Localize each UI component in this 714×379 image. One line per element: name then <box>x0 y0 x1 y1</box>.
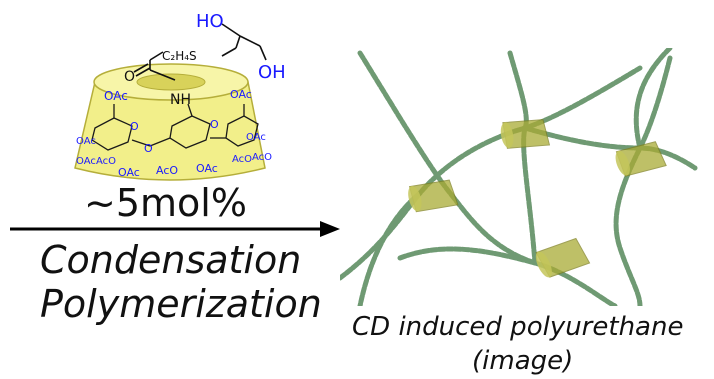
image-caption-line1: CD induced polyurethane <box>352 312 684 342</box>
acetate-label: OAc <box>104 89 128 103</box>
acetate-labels: OAc OAc OAc OAc AcO OAc AcO OAc OAc AcO … <box>76 88 272 179</box>
hydroxyl-label-right: OH <box>258 62 286 83</box>
carbonyl-oxygen-label: O <box>124 69 135 85</box>
image-caption-line2: (image) <box>472 346 574 376</box>
acetate-label: OAc <box>230 88 252 101</box>
ethyl-sulfide-label: C₂H₄S <box>162 49 197 63</box>
cyclodextrin-molecule: HO OH C₂H₄S O NH O O O OAc OAc OAc OAc A… <box>74 11 286 181</box>
side-chain <box>133 23 267 81</box>
cd-ring <box>408 179 459 213</box>
acetate-label: AcO <box>96 156 116 167</box>
cd-ring <box>500 119 551 149</box>
ring-oxygen-label-3: O <box>144 142 153 155</box>
hydroxyl-label-top: HO <box>196 11 224 32</box>
reaction-arrow <box>10 221 340 237</box>
ring-oxygen-label-2: O <box>210 118 219 131</box>
acetate-label: AcO <box>252 152 272 163</box>
cone-cavity <box>136 73 206 91</box>
cyclodextrin-rings <box>408 119 667 278</box>
glucose-units <box>91 103 259 151</box>
reaction-label-line2: Polymerization <box>40 282 322 326</box>
polymer-chains <box>340 48 698 306</box>
polyurethane-network-image <box>340 48 698 306</box>
acetate-label: OAc <box>76 136 96 147</box>
reaction-label-line1: Condensation <box>40 238 302 282</box>
loading-label: ~5mol% <box>84 181 247 225</box>
acetate-label: AcO <box>156 164 178 177</box>
ring-oxygen-label-1: O <box>130 120 139 133</box>
cd-ring <box>615 141 667 177</box>
acetate-label: OAc <box>246 132 266 143</box>
amide-nh-label: NH <box>170 92 191 108</box>
acetate-label: OAc <box>196 162 218 175</box>
acetate-label: AcO <box>232 154 252 165</box>
cd-ring <box>535 237 591 278</box>
acetate-label: OAc <box>118 166 140 179</box>
acetate-label: OAc <box>76 156 96 167</box>
